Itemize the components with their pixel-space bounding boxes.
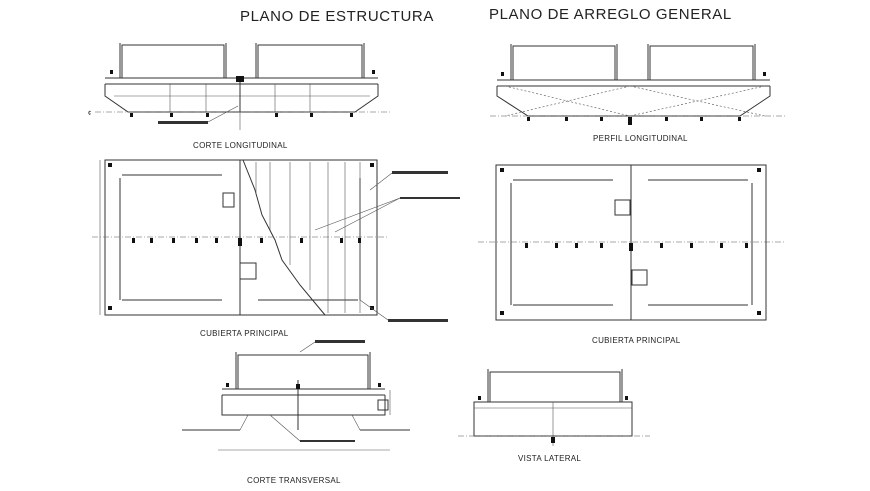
structure-plan-title: PLANO DE ESTRUCTURA [240,8,434,25]
side-view-caption: VISTA LATERAL [518,454,581,463]
main-deck-plan-structure [92,159,460,322]
main-deck-arrangement-caption: CUBIERTA PRINCIPAL [592,336,681,345]
main-deck-plan-arrangement [478,164,785,321]
transverse-section [182,340,410,451]
longitudinal-section: ¢ [88,43,392,130]
side-view [458,369,650,446]
svg-text:¢: ¢ [88,111,91,117]
longitudinal-profile-caption: PERFIL LONGITUDINAL [593,134,688,143]
transverse-section-caption: CORTE TRANSVERSAL [247,476,341,485]
longitudinal-profile [490,44,785,125]
arrangement-plan-title: PLANO DE ARREGLO GENERAL [489,6,732,23]
longitudinal-section-caption: CORTE LONGITUDINAL [193,141,288,150]
main-deck-structure-caption: CUBIERTA PRINCIPAL [200,329,289,338]
